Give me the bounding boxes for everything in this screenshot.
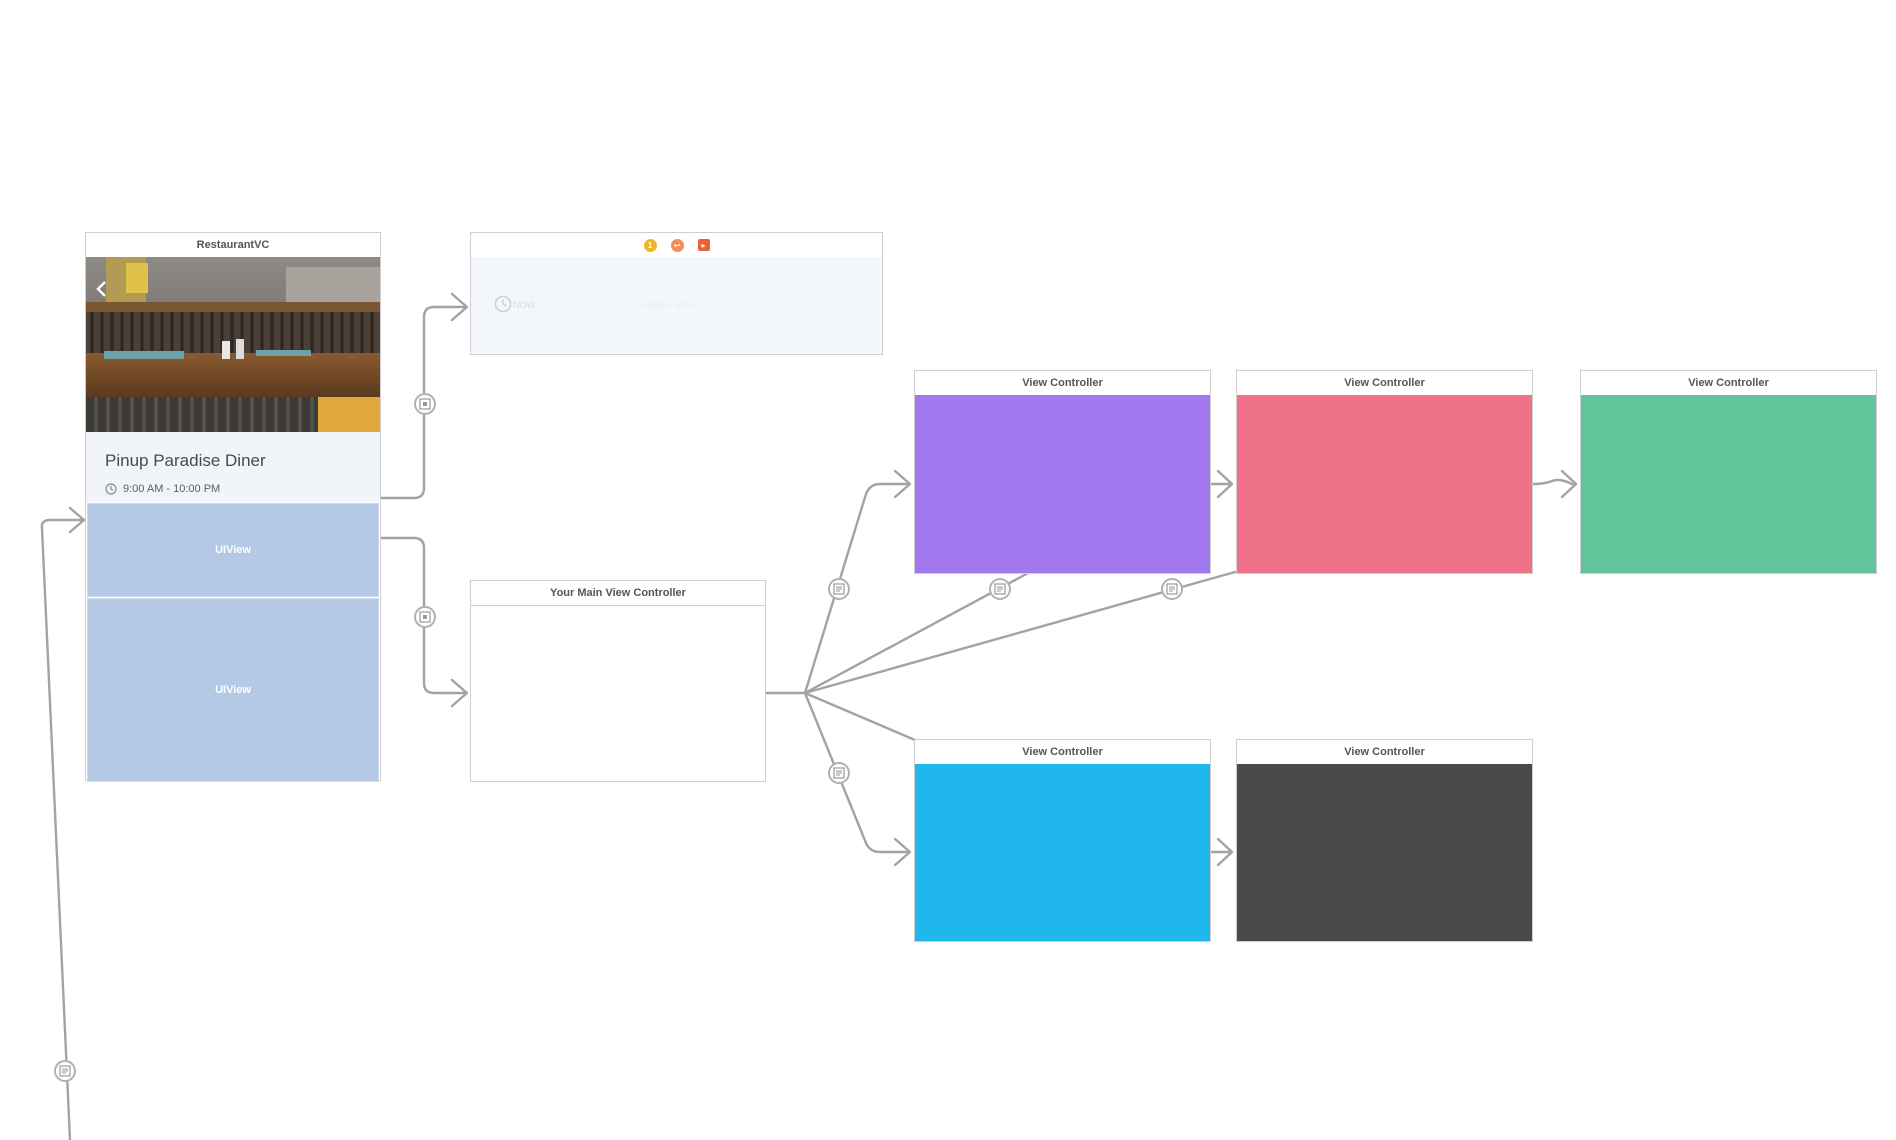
show-segue-icon (833, 583, 845, 595)
uiview-top-label: UIView (215, 544, 251, 556)
segue-badge-pink-b[interactable] (1161, 578, 1183, 600)
segue-badge-entry[interactable] (54, 1060, 76, 1082)
root-view (915, 395, 1210, 573)
scene-title-bar[interactable]: View Controller (1237, 740, 1532, 765)
arrowhead-green (1560, 469, 1578, 499)
clock-icon (105, 483, 117, 495)
header-center-label: Header View (643, 300, 695, 310)
scene-title-bar[interactable]: View Controller (915, 740, 1210, 765)
exit-icon[interactable]: ↩ (670, 238, 684, 252)
uiview-top[interactable]: UIView (87, 503, 379, 597)
initial-entry-wire (40, 518, 84, 1140)
clock-icon (494, 295, 512, 313)
restaurant-name-label: Pinup Paradise Diner (105, 451, 266, 470)
root-view (1237, 764, 1532, 941)
segue-badge-blue[interactable] (828, 762, 850, 784)
arrowhead-blue (893, 837, 912, 867)
view-controller-dark[interactable]: View Controller (1236, 739, 1533, 942)
scene-title: View Controller (1688, 377, 1769, 389)
wire-to-blue (803, 691, 911, 854)
uiview-bottom-label: UIView (215, 684, 251, 696)
embed-segue-icon (419, 398, 431, 410)
wire-pink-green (1530, 478, 1578, 486)
scene-title-bar[interactable]: RestaurantVC (86, 233, 380, 258)
arrowhead-pink (1216, 469, 1234, 499)
scene-title-bar[interactable]: Your Main View Controller (471, 581, 765, 606)
now-label: NOW (513, 300, 535, 310)
scene-title: View Controller (1022, 377, 1103, 389)
show-segue-icon (1166, 583, 1178, 595)
root-view (1237, 395, 1532, 573)
view-controller-icon[interactable]: ▸ (697, 239, 710, 251)
restaurant-info-panel: Pinup Paradise Diner 9:00 AM - 10:00 PM (86, 432, 380, 502)
arrowhead-main (450, 678, 469, 708)
scene-title-bar[interactable]: View Controller (915, 371, 1210, 396)
root-view (915, 764, 1210, 941)
scene-title: Your Main View Controller (550, 587, 686, 599)
show-segue-icon (833, 767, 845, 779)
main-view-controller-scene[interactable]: Your Main View Controller (470, 580, 766, 782)
uiview-bottom[interactable]: UIView (87, 598, 379, 782)
scene-title-bar[interactable]: View Controller (1581, 371, 1876, 396)
back-chevron-icon[interactable] (94, 279, 108, 299)
scene-title: View Controller (1344, 746, 1425, 758)
segue-badge-purple[interactable] (828, 578, 850, 600)
segue-badge-pink-a[interactable] (989, 578, 1011, 600)
segue-badge-main[interactable] (414, 606, 436, 628)
first-responder-icon[interactable]: 1 (643, 238, 657, 252)
arrowhead-topbar (450, 292, 469, 322)
wire-to-blue-top (803, 691, 917, 742)
restaurant-vc-scene[interactable]: RestaurantVC (85, 232, 381, 782)
entry-arrowhead (68, 506, 86, 534)
diner-photo-image (86, 257, 380, 432)
arrowhead-purple (893, 469, 912, 499)
view-controller-green[interactable]: View Controller (1580, 370, 1877, 574)
arrowhead-dark (1216, 837, 1234, 867)
scene-title: View Controller (1022, 746, 1103, 758)
root-view (1581, 395, 1876, 573)
view-controller-purple[interactable]: View Controller (914, 370, 1211, 574)
show-segue-icon (994, 583, 1006, 595)
wire-to-purple (803, 482, 911, 695)
scene-title: RestaurantVC (196, 239, 270, 251)
view-controller-blue[interactable]: View Controller (914, 739, 1211, 942)
show-segue-icon (59, 1065, 71, 1077)
scene-title: View Controller (1344, 377, 1425, 389)
hours-label: 9:00 AM - 10:00 PM (123, 483, 221, 495)
embed-segue-icon (419, 611, 431, 623)
segue-badge-topbar[interactable] (414, 393, 436, 415)
view-controller-pink[interactable]: View Controller (1236, 370, 1533, 574)
scene-title-bar[interactable]: View Controller (1237, 371, 1532, 396)
restaurant-photo (86, 257, 380, 432)
header-view-scene[interactable]: 1 ↩ ▸ NOW Header View (470, 232, 883, 355)
scene-title-bar[interactable]: 1 ↩ ▸ (471, 233, 882, 258)
